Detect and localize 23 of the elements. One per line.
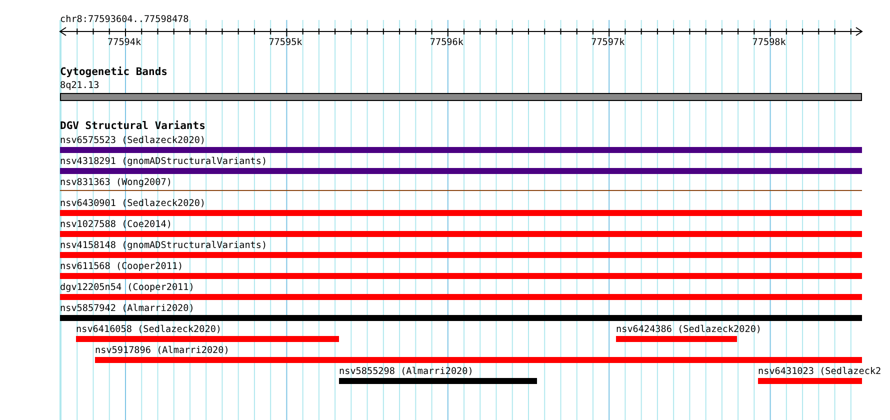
coordinate-range: chr8:77593604..77598478 bbox=[60, 14, 189, 25]
variant-label: nsv831363 (Wong2007) bbox=[60, 177, 172, 188]
axis-tick-label: 77598k bbox=[752, 37, 786, 48]
variant-label: nsv6575523 (Sedlazeck2020) bbox=[60, 135, 206, 146]
axis-tick-label: 77594k bbox=[108, 37, 142, 48]
axis-tick-label: 77595k bbox=[268, 37, 302, 48]
variant-label: nsv4318291 (gnomADStructuralVariants) bbox=[60, 156, 268, 167]
variant-label: nsv6416058 (Sedlazeck2020) bbox=[76, 324, 222, 335]
axis-tick-label: 77596k bbox=[430, 37, 464, 48]
axis-tick-label: 77597k bbox=[591, 37, 625, 48]
variant-label: dgv12205n54 (Cooper2011) bbox=[60, 282, 194, 293]
variant-label: nsv5857942 (Almarri2020) bbox=[60, 303, 194, 314]
variant-label: nsv4158148 (gnomADStructuralVariants) bbox=[60, 240, 268, 251]
variant-label: nsv6424386 (Sedlazeck2020) bbox=[616, 324, 762, 335]
variant-label: nsv5855298 (Almarri2020) bbox=[339, 366, 474, 377]
variant-label: nsv1027588 (Coe2014) bbox=[60, 219, 172, 230]
track-title: Cytogenetic Bands bbox=[60, 67, 168, 78]
variant-label: nsv6431023 (Sedlazeck2 bbox=[758, 366, 882, 377]
track-title: DGV Structural Variants bbox=[60, 121, 206, 132]
variant-label: nsv611568 (Cooper2011) bbox=[60, 261, 184, 272]
band-label: 8q21.13 bbox=[60, 80, 100, 91]
variant-label: nsv5917896 (Almarri2020) bbox=[95, 345, 230, 356]
variant-label: nsv6430901 (Sedlazeck2020) bbox=[60, 198, 206, 209]
